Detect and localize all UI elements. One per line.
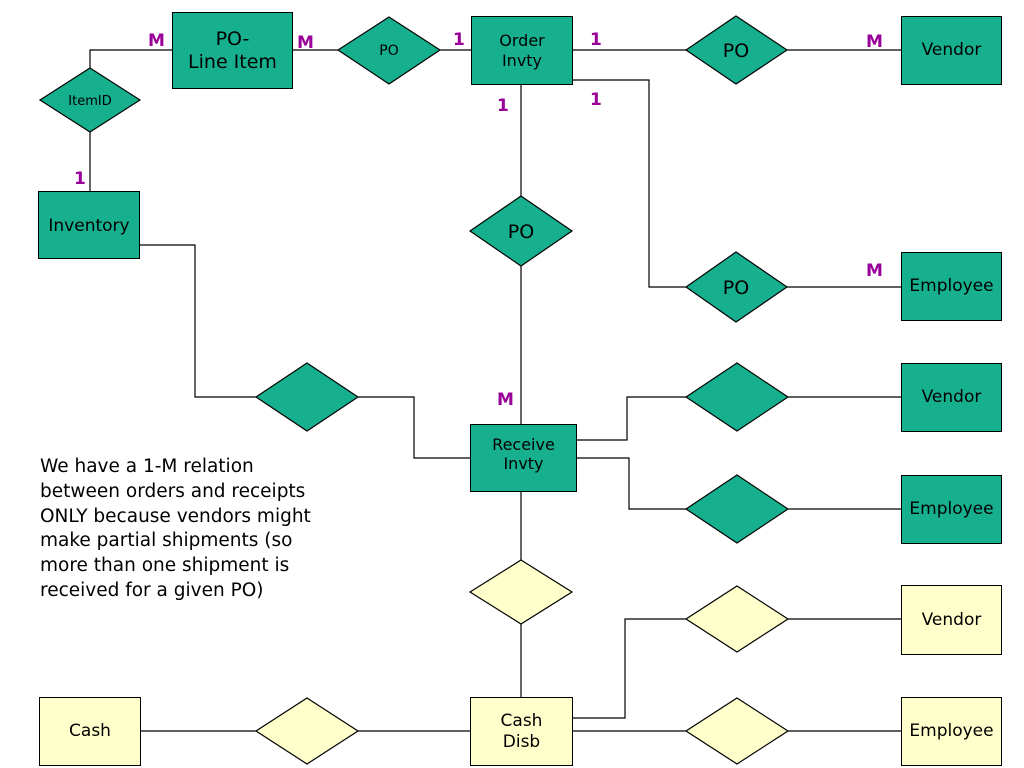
entity-po-line-item: PO- Line Item <box>172 12 293 89</box>
diamond-receive-vendor <box>684 362 790 432</box>
cardinality-order-right: 1 <box>590 30 602 50</box>
label-po-employee: PO <box>723 277 749 299</box>
cardinality-line-item-left: M <box>148 31 165 51</box>
line-diamond-receive <box>358 396 470 459</box>
entity-vendor-mid: Vendor <box>901 363 1002 432</box>
label-itemid: ItemID <box>68 94 111 109</box>
entity-vendor-bottom: Vendor <box>901 585 1002 655</box>
note-line: received for a given PO) <box>40 579 264 601</box>
cardinality-vendor-top: M <box>866 32 883 52</box>
line-receive-employee <box>577 457 686 510</box>
cardinality-order-left: 1 <box>453 30 465 50</box>
line-cashdisb-vendor <box>573 618 686 719</box>
entity-vendor-top: Vendor <box>901 16 1002 85</box>
entity-inventory: Inventory <box>38 191 140 259</box>
note-line: We have a 1-M relation <box>40 456 254 477</box>
diamond-itemid <box>38 67 142 133</box>
line-receive-vendor <box>577 396 686 441</box>
cardinality-employee-top: M <box>866 261 883 281</box>
entity-cash-disb: Cash Disb <box>470 697 573 766</box>
label-po-vendor: PO <box>723 40 749 62</box>
entity-order-invty: Order Invty <box>471 16 573 85</box>
diamond-cashdisb-vendor <box>684 585 790 653</box>
cardinality-order-bottom: 1 <box>497 96 509 116</box>
note-line: more than one shipment is <box>40 555 290 577</box>
note-line: between orders and receipts <box>40 480 306 502</box>
note-line: ONLY because vendors might <box>40 505 311 527</box>
entity-employee-mid: Employee <box>901 475 1002 544</box>
diamond-po-vendor <box>684 15 789 85</box>
entity-employee-top: Employee <box>901 252 1002 321</box>
explanatory-note: We have a 1-M relation between orders an… <box>40 455 380 604</box>
diamond-cash-cashdisb <box>254 697 360 765</box>
diamond-inventory-receive <box>254 362 360 432</box>
diamond-po-small <box>336 16 442 85</box>
diamond-receive-cashdisb <box>468 559 574 625</box>
cardinality-receive-top: M <box>497 390 514 410</box>
cardinality-order-employee: 1 <box>590 90 602 110</box>
note-line: make partial shipments (so <box>40 530 293 552</box>
entity-employee-bottom: Employee <box>901 697 1002 766</box>
diamond-po-employee <box>684 251 789 323</box>
label-po-receive: PO <box>508 221 534 243</box>
diamond-cashdisb-employee <box>684 697 790 765</box>
cardinality-inventory-top: 1 <box>74 169 86 189</box>
line-inventory-diamond <box>140 244 256 398</box>
line-lineitem-itemid <box>89 49 172 68</box>
diamond-po-receive <box>468 195 574 267</box>
label-po-small: PO <box>379 43 398 59</box>
diamond-receive-employee <box>684 474 790 544</box>
entity-receive-invty: Receive Invty <box>470 424 577 492</box>
cardinality-line-item-right: M <box>297 33 314 53</box>
entity-cash: Cash <box>39 697 141 766</box>
line-order-po-employee <box>573 79 686 288</box>
